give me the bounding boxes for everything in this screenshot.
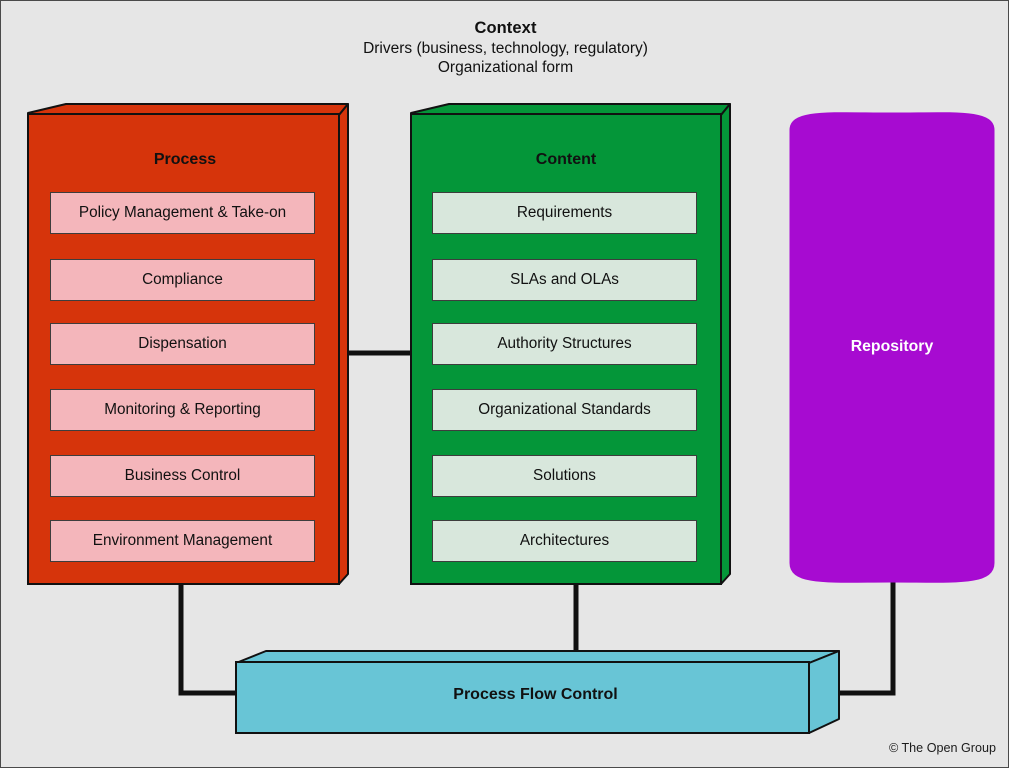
process-item-policy-management[interactable]: Policy Management & Take-on — [50, 192, 315, 234]
content-item-solutions[interactable]: Solutions — [432, 455, 697, 497]
content-item-slas-and-olas[interactable]: SLAs and OLAs — [432, 259, 697, 301]
repository-label: Repository — [850, 338, 934, 355]
process-flow-control-label: Process Flow Control — [453, 686, 618, 703]
process-item-environment-management[interactable]: Environment Management — [50, 520, 315, 562]
repository-body — [789, 112, 995, 583]
context-organizational-form-line: Organizational form — [437, 59, 574, 76]
context-title: Context — [474, 19, 537, 37]
context-block: Context Drivers (business, technology, r… — [1, 19, 1008, 77]
process-item-dispensation[interactable]: Dispensation — [50, 323, 315, 365]
connector-process-to-pfc — [178, 579, 251, 696]
process-item-business-control[interactable]: Business Control — [50, 455, 315, 497]
content-item-requirements[interactable]: Requirements — [432, 192, 697, 234]
content-item-authority-structures[interactable]: Authority Structures — [432, 323, 697, 365]
copyright-notice: © The Open Group — [888, 741, 996, 755]
pfc-front-face — [235, 661, 810, 734]
context-drivers-line: Drivers (business, technology, regulator… — [363, 40, 648, 57]
content-item-architectures[interactable]: Architectures — [432, 520, 697, 562]
process-item-compliance[interactable]: Compliance — [50, 259, 315, 301]
content-item-organizational-standards[interactable]: Organizational Standards — [432, 389, 697, 431]
connector-repository-to-pfc — [839, 579, 896, 696]
process-title: Process — [153, 151, 217, 168]
process-item-monitoring-reporting[interactable]: Monitoring & Reporting — [50, 389, 315, 431]
content-title: Content — [535, 151, 597, 168]
